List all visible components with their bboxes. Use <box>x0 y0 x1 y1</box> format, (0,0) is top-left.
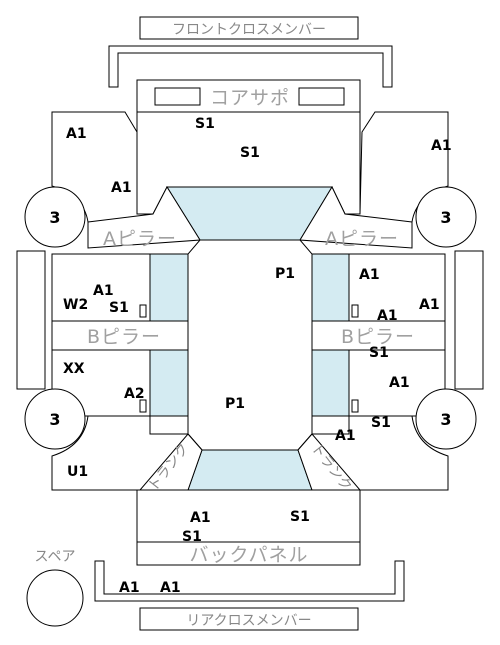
tire-front-right-label: 3 <box>440 208 451 227</box>
right-front-door <box>348 253 446 322</box>
code-rear-floor-p1: P1 <box>225 396 245 412</box>
b-pillar-right-label: Bピラー <box>341 326 415 348</box>
front-crossmember-bracket <box>108 45 393 88</box>
left-door-handle-rear <box>139 399 147 413</box>
left-side-sill <box>16 250 46 390</box>
code-left-xx: XX <box>63 361 85 377</box>
rear-crossmember-bracket <box>94 560 405 602</box>
code-right-rear-a1-low: A1 <box>335 428 356 444</box>
code-left-u1: U1 <box>67 464 88 480</box>
code-front-floor-p1: P1 <box>275 266 295 282</box>
tire-rear-right-label: 3 <box>440 410 451 429</box>
tire-front-left <box>24 186 86 248</box>
left-front-door <box>51 253 151 322</box>
front-crossmember-label: フロントクロスメンバー <box>172 22 326 38</box>
a-pillar-left-label: Aピラー <box>103 228 177 250</box>
core-support-label: コアサポ <box>210 87 290 109</box>
b-pillar-left-label: Bピラー <box>87 326 161 348</box>
right-door-handle-front <box>351 304 359 318</box>
tire-rear-left-label: 3 <box>49 410 60 429</box>
rear-window-glass <box>187 449 313 491</box>
code-right-a1-outer: A1 <box>419 297 440 313</box>
right-side-sill <box>454 250 484 390</box>
code-left-w2: W2 <box>63 297 88 313</box>
trunk-lid <box>136 489 361 543</box>
right-door-handle-rear <box>351 399 359 413</box>
headlight-right <box>298 87 345 106</box>
code-fl-fender-a1-top: A1 <box>66 126 87 142</box>
front-crossmember-box <box>139 16 359 40</box>
tire-front-left-label: 3 <box>49 208 60 227</box>
code-trunk-s1-left: S1 <box>182 529 202 545</box>
code-rear-cross-a1-b: A1 <box>160 580 181 596</box>
back-panel-label: バックパネル <box>189 544 308 566</box>
code-trunk-s1-right: S1 <box>290 509 310 525</box>
spare-tire-label: スペア <box>34 549 75 565</box>
b-pillar-left-area <box>51 320 189 351</box>
a-pillar-left-area <box>87 185 201 249</box>
code-right-front-door-a1: A1 <box>359 267 380 283</box>
code-rear-cross-a1-a: A1 <box>119 580 140 596</box>
code-left-front-door-a1: A1 <box>93 283 114 299</box>
a-pillar-right-label: Aピラー <box>325 228 399 250</box>
code-core-s1-b: S1 <box>240 145 260 161</box>
spare-tire <box>26 569 84 627</box>
code-fl-fender-a1-bottom: A1 <box>111 180 132 196</box>
rear-crossmember-label: リアクロスメンバー <box>186 613 311 629</box>
code-fr-fender-a1: A1 <box>431 138 452 154</box>
rear-crossmember-box <box>139 607 359 631</box>
tire-rear-left <box>24 388 86 450</box>
tire-front-right <box>415 186 477 248</box>
back-panel <box>136 541 361 566</box>
code-core-s1-a: S1 <box>195 116 215 132</box>
code-right-s1-b: S1 <box>369 345 389 361</box>
code-right-a1-mid: A1 <box>377 308 398 324</box>
b-pillar-right-area <box>311 320 446 351</box>
headlight-left <box>154 87 201 106</box>
tire-rear-right <box>415 388 477 450</box>
code-trunk-a1: A1 <box>190 510 211 526</box>
a-pillar-right-area <box>299 185 413 249</box>
code-right-rear-a1: A1 <box>389 375 410 391</box>
code-left-s1: S1 <box>109 300 129 316</box>
left-door-handle-front <box>139 304 147 318</box>
code-left-a2: A2 <box>124 386 145 402</box>
code-right-rear-s1: S1 <box>371 415 391 431</box>
